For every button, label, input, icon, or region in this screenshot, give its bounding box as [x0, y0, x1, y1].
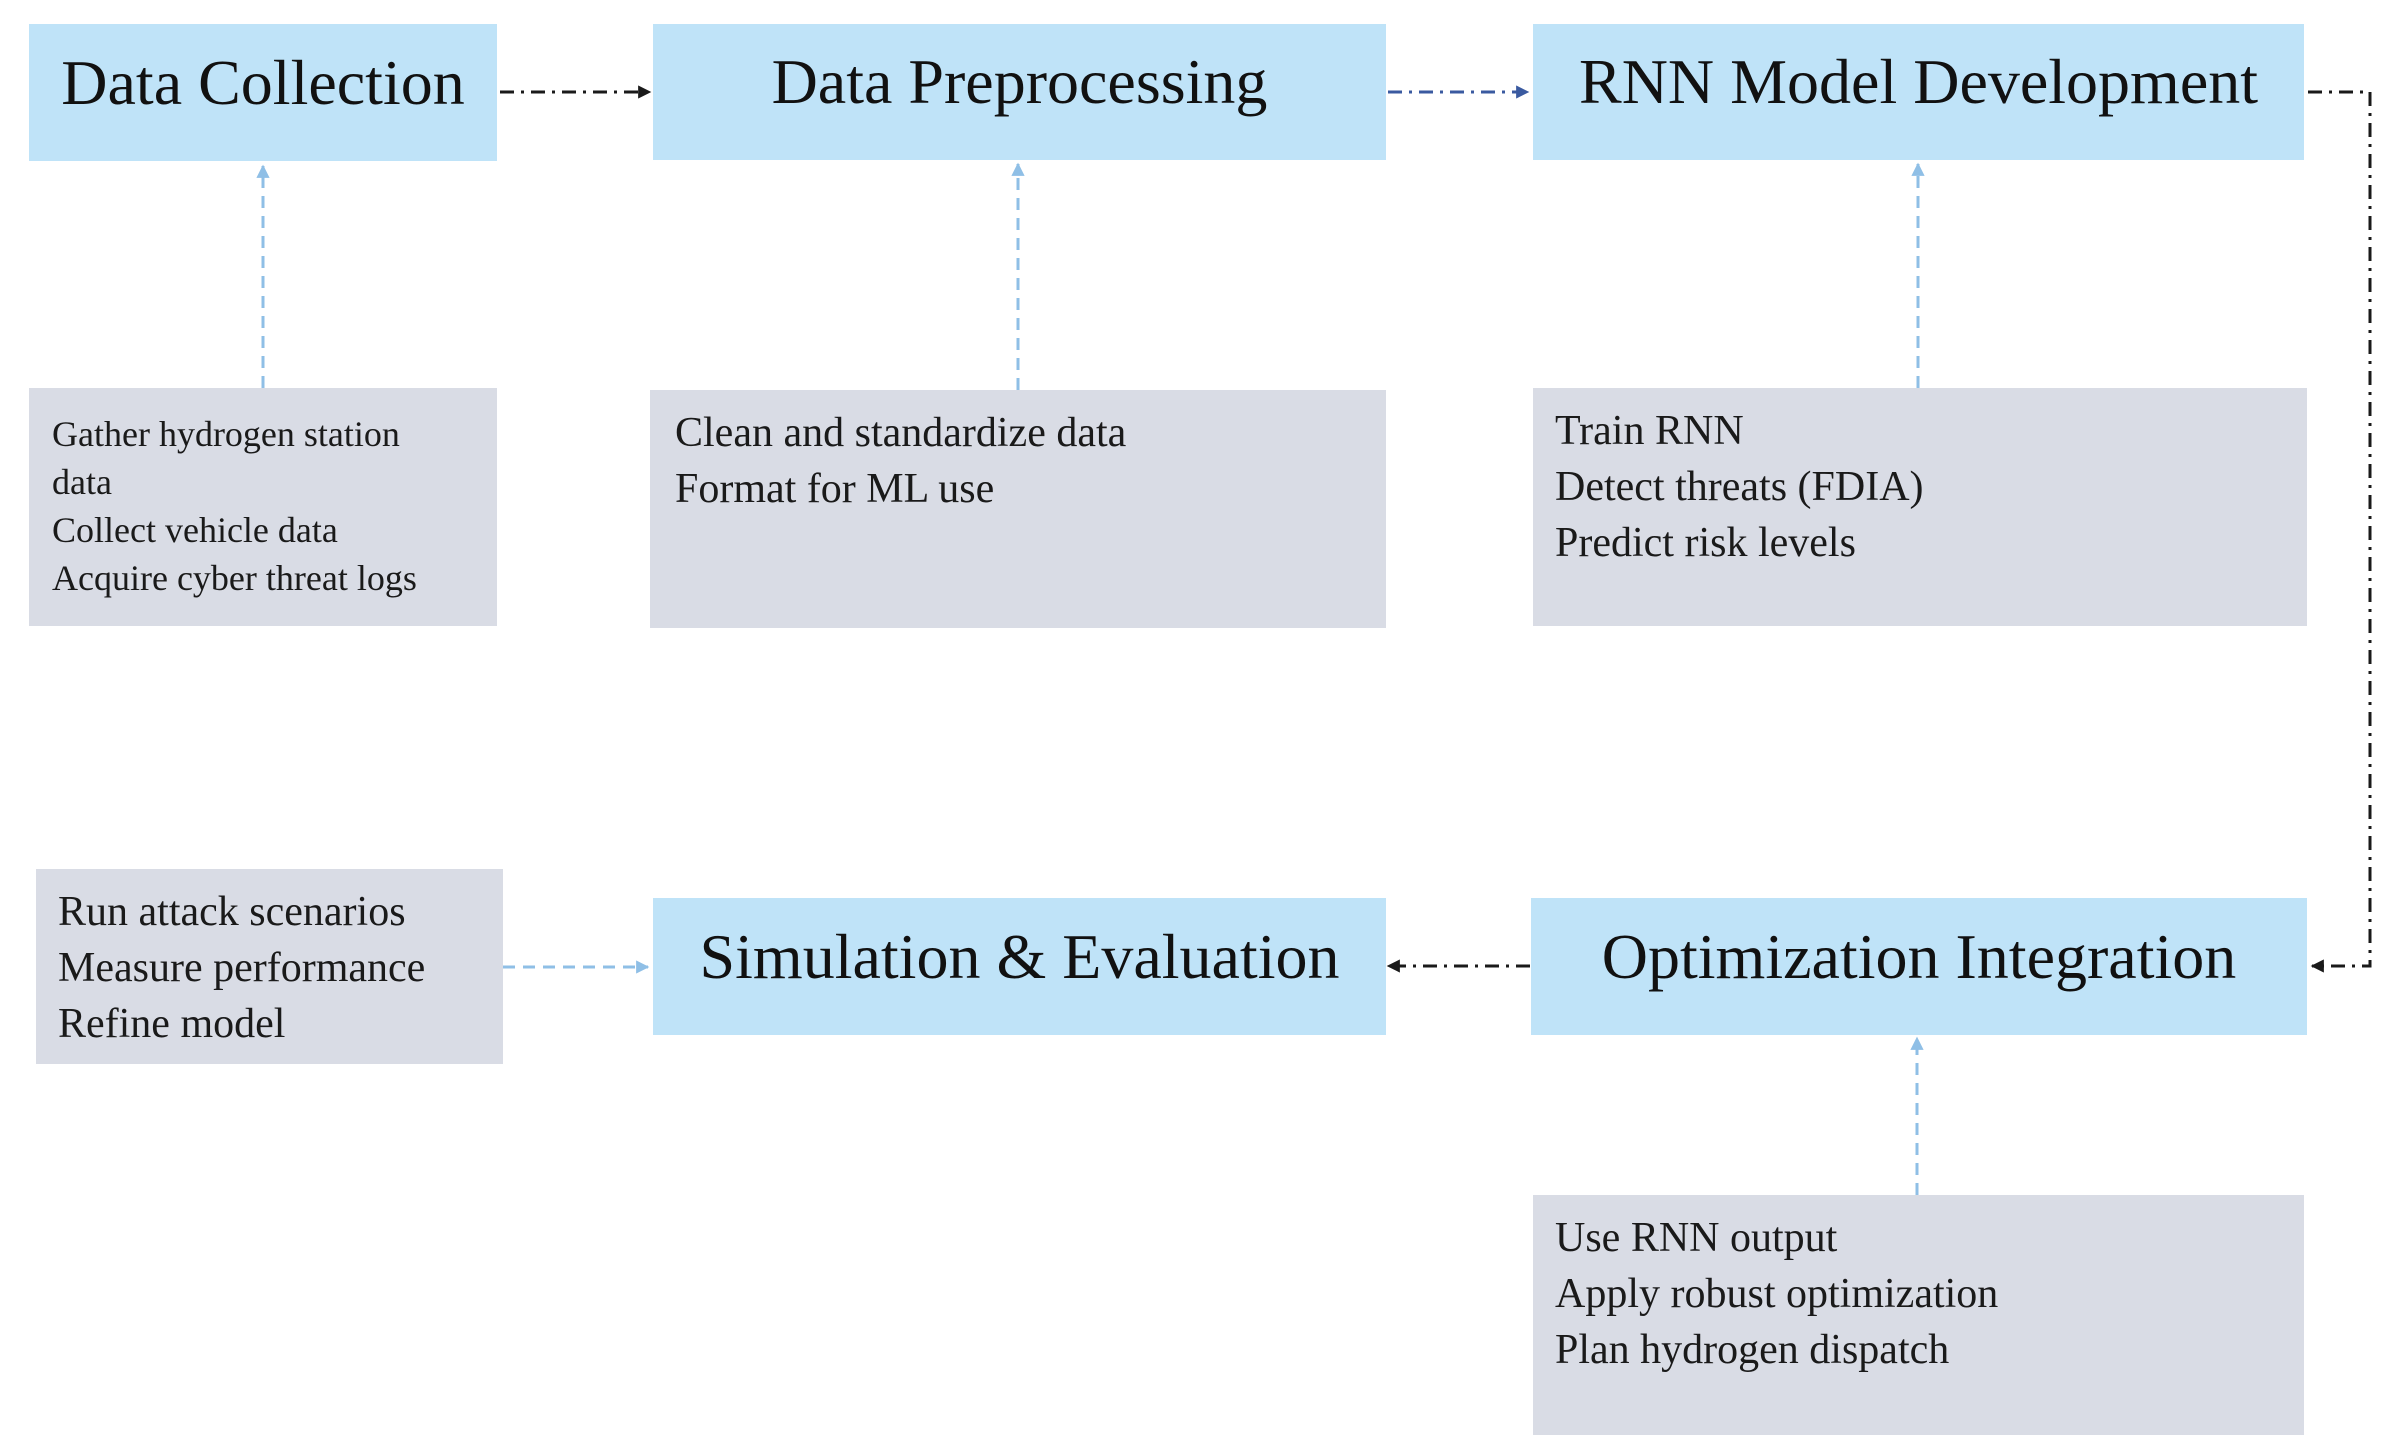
- stage-title: Data Preprocessing: [771, 46, 1268, 117]
- stage-title: Simulation & Evaluation: [699, 920, 1340, 992]
- detail-line: Predict risk levels: [1555, 520, 1856, 566]
- detail-line: Format for ML use: [675, 466, 995, 512]
- stage-title: Data Collection: [61, 46, 465, 118]
- detail-line: Plan hydrogen dispatch: [1555, 1327, 1950, 1373]
- stage-data-preprocessing: Data Preprocessing: [653, 24, 1386, 160]
- detail-line: Refine model: [58, 1001, 286, 1047]
- detail-line: Clean and standardize data: [675, 410, 1127, 456]
- stage-optimization-integration: Optimization Integration: [1531, 898, 2307, 1035]
- detail-data-collection: Gather hydrogen station data Collect veh…: [29, 388, 497, 626]
- flow-arrow-rnn-to-optimization: [2308, 90, 2372, 973]
- detail-simulation-evaluation: Run attack scenarios Measure performance…: [36, 869, 503, 1064]
- stage-rnn-model-development: RNN Model Development: [1533, 24, 2304, 160]
- detail-line: Acquire cyber threat logs: [52, 558, 417, 598]
- detail-line: Train RNN: [1555, 408, 1744, 454]
- detail-line: Gather hydrogen station: [52, 414, 400, 454]
- detail-line: Measure performance: [58, 945, 426, 991]
- detail-line: data: [52, 462, 112, 502]
- detail-line: Collect vehicle data: [52, 510, 338, 550]
- detail-data-preprocessing: Clean and standardize data Format for ML…: [650, 390, 1386, 628]
- detail-rnn-model-development: Train RNN Detect threats (FDIA) Predict …: [1533, 388, 2307, 626]
- detail-line: Detect threats (FDIA): [1555, 464, 1924, 510]
- detail-optimization-integration: Use RNN output Apply robust optimization…: [1533, 1195, 2304, 1435]
- stage-data-collection: Data Collection: [29, 24, 497, 161]
- stage-title: Optimization Integration: [1601, 920, 2237, 992]
- detail-line: Use RNN output: [1555, 1215, 1838, 1261]
- stage-simulation-evaluation: Simulation & Evaluation: [653, 898, 1386, 1035]
- stage-title: RNN Model Development: [1579, 46, 2258, 117]
- detail-line: Run attack scenarios: [58, 889, 406, 935]
- detail-line: Apply robust optimization: [1555, 1271, 1999, 1317]
